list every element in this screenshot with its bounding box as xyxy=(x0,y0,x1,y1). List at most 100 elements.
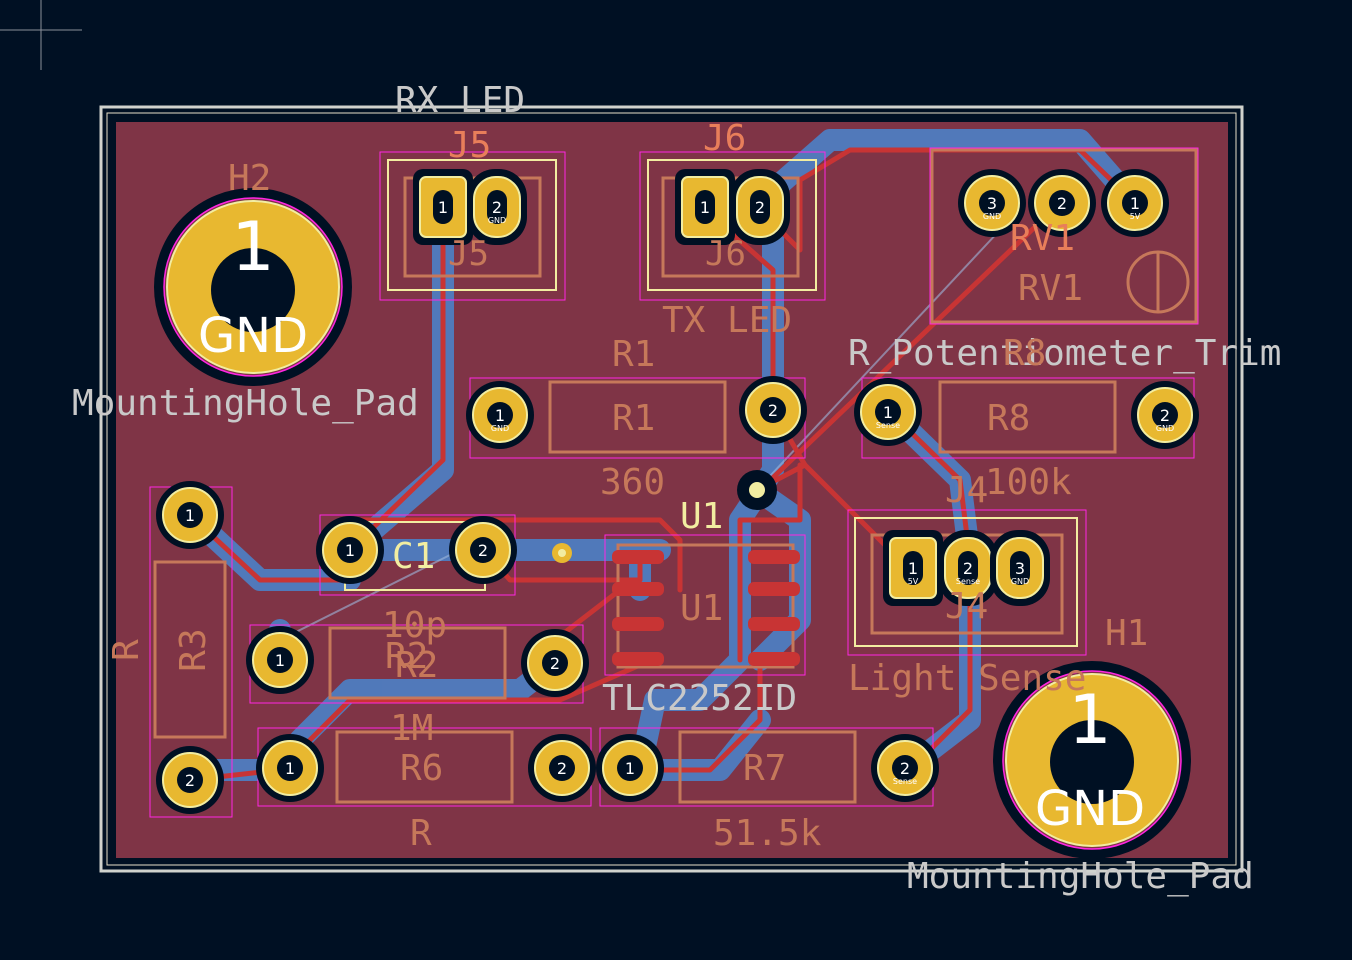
board-edge-outline xyxy=(99,105,1244,873)
h2-pad-number: 1 xyxy=(231,208,274,287)
r7-value: 51.5k xyxy=(713,813,822,854)
rv1-pad-1-net: 5V xyxy=(1130,212,1141,221)
r3-pad-2-number: 2 xyxy=(185,771,195,790)
j4-pad-1-net: 5V xyxy=(908,577,919,586)
j4-pad-1[interactable]: 15V xyxy=(883,530,943,606)
j5-pad-1[interactable]: 1 xyxy=(413,169,473,245)
j4-pad-1-number: 1 xyxy=(908,559,918,578)
r7-pad-1[interactable]: 1 xyxy=(596,734,664,802)
r1-ref-silk: R1 xyxy=(612,334,655,375)
r1-value: 360 xyxy=(600,462,665,503)
j6-pad-2[interactable]: 2 xyxy=(730,169,790,245)
r1-pad-2[interactable]: 2 xyxy=(739,376,807,444)
vias xyxy=(552,470,777,563)
rv1-pad-3-net: GND xyxy=(983,212,1001,221)
rv1-pad-1-number: 1 xyxy=(1130,194,1140,213)
r2-pad-1-number: 1 xyxy=(275,651,285,670)
j6-ref-fab: J6 xyxy=(705,234,746,274)
mounting-hole-h1[interactable] xyxy=(993,661,1191,859)
j4-ref-silk: J4 xyxy=(945,470,988,511)
r2-pad-1[interactable]: 1 xyxy=(246,626,314,694)
r7-ref: R7 xyxy=(743,748,786,789)
r3-ref: R3 xyxy=(173,628,214,671)
mounting-hole-value-h1: MountingHole_Pad xyxy=(907,856,1254,897)
u1-ref-silk: U1 xyxy=(680,496,723,537)
board-edge-inner xyxy=(106,112,1237,866)
r3-pad-1-number: 1 xyxy=(185,506,195,525)
mounting-hole-value-h2: MountingHole_Pad xyxy=(72,383,419,424)
rv1-pad-2-number: 2 xyxy=(1057,194,1067,213)
j4-pad-3-number: 3 xyxy=(1015,559,1025,578)
c1-pad-1[interactable]: 1 xyxy=(316,516,384,584)
r2-pad-2[interactable]: 2 xyxy=(521,629,589,697)
r3-pad-2[interactable]: 2 xyxy=(156,746,224,814)
r8-pad-2-number: 2 xyxy=(1160,406,1170,425)
j5-pad-2-number: 2 xyxy=(492,198,502,217)
j4-value: Light Sense xyxy=(848,658,1086,699)
r3-value: R xyxy=(106,639,147,661)
rv1-ref-fab: RV1 xyxy=(1018,268,1083,309)
r2-ref-fab: R2 xyxy=(395,645,438,686)
u1-ref-fab: U1 xyxy=(680,588,723,629)
r1-ref-fab: R1 xyxy=(612,398,655,439)
rv1-pad-3-number: 3 xyxy=(987,194,997,213)
rv1-pad-2[interactable]: 2 xyxy=(1028,169,1096,237)
j5-pad-1-number: 1 xyxy=(438,198,448,217)
r6-pad-1-number: 1 xyxy=(285,759,295,778)
r8-pad-1-net: Sense xyxy=(876,421,900,430)
c1-ref: C1 xyxy=(392,536,435,577)
j4-pad-2-net: Sense xyxy=(956,577,980,586)
r6-value: R xyxy=(410,813,432,854)
r3-pad-1[interactable]: 1 xyxy=(156,481,224,549)
r6-ref: R6 xyxy=(400,748,443,789)
r7-pad-2-number: 2 xyxy=(900,759,910,778)
j4-pad-2-number: 2 xyxy=(963,559,973,578)
h1-ref: H1 xyxy=(1105,613,1148,654)
cursor-crosshair xyxy=(0,0,82,70)
tx-led-label: TX LED xyxy=(662,300,792,341)
j6-pad-2-number: 2 xyxy=(755,198,765,217)
rv1-pad-1[interactable]: 15V xyxy=(1101,169,1169,237)
j6-pad-1-number: 1 xyxy=(700,198,710,217)
j5-ref: J5 xyxy=(448,125,491,166)
r8-ref-fab: R8 xyxy=(987,398,1030,439)
r8-ref-silk: R8 xyxy=(1003,333,1046,374)
r7-pad-1-number: 1 xyxy=(625,759,635,778)
r8-pad-1-number: 1 xyxy=(883,403,893,422)
c1-pad-2-number: 2 xyxy=(478,541,488,560)
r1-pad-2-number: 2 xyxy=(768,401,778,420)
j6-ref: J6 xyxy=(703,118,746,159)
h2-ref: H2 xyxy=(228,158,271,199)
h1-gnd-label: GND xyxy=(1035,781,1145,837)
component-outlines xyxy=(149,147,1199,818)
j5-pad-2-net: GND xyxy=(488,216,506,225)
j4-ref-fab: J4 xyxy=(945,586,988,627)
r6-pad-2[interactable]: 2 xyxy=(528,734,596,802)
r7-pad-2-net: Sense xyxy=(893,777,917,786)
r1-pad-1-number: 1 xyxy=(495,406,505,425)
j5-ref-fab: J5 xyxy=(448,234,489,274)
c1-value: 10p xyxy=(382,605,447,646)
j6-pad-1[interactable]: 1 xyxy=(675,169,735,245)
rv1-ref-silk: RV1 xyxy=(1010,218,1075,259)
r6-pad-2-number: 2 xyxy=(557,759,567,778)
h1-pad-number: 1 xyxy=(1068,681,1111,760)
u1-smd-pads[interactable] xyxy=(612,550,800,666)
rv1-value: R_Potentiometer_Trim xyxy=(848,333,1281,374)
rx-led-label: RX LED xyxy=(395,80,525,121)
r6-pad-1[interactable]: 1 xyxy=(256,734,324,802)
r1-pad-1-net: GND xyxy=(491,424,509,433)
r2-value: 1M xyxy=(390,708,433,749)
c1-pad-2[interactable]: 2 xyxy=(449,516,517,584)
mounting-hole-h2[interactable] xyxy=(154,188,352,386)
